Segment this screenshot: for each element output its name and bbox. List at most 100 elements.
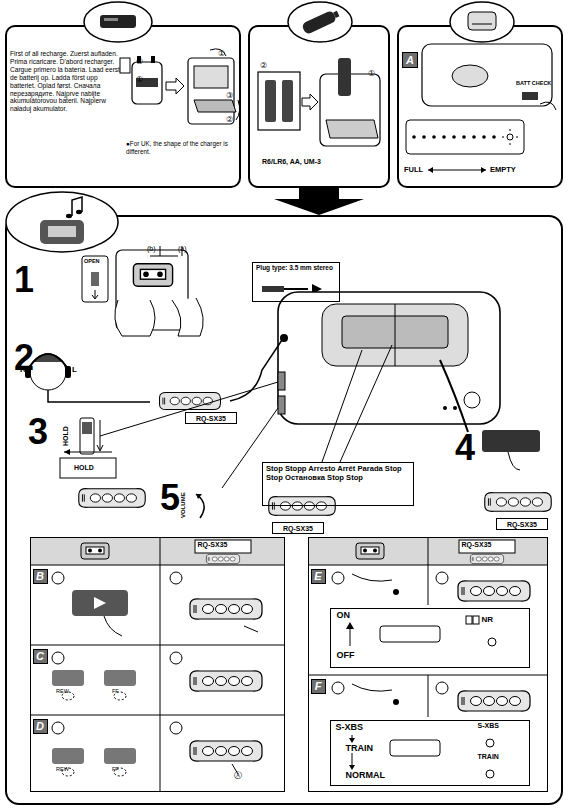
battery-check-illustration bbox=[482, 135, 486, 139]
table-row-f bbox=[393, 699, 399, 705]
table-row-f bbox=[352, 684, 392, 691]
hold-illustration bbox=[80, 418, 94, 454]
table-row-f bbox=[486, 739, 494, 747]
battery-check-illustration bbox=[452, 135, 456, 139]
node-text: 3 bbox=[28, 414, 58, 450]
table-row-d bbox=[170, 722, 182, 734]
table-row-c bbox=[52, 652, 64, 664]
battery-check-illustration bbox=[412, 135, 416, 139]
battery-illustration bbox=[258, 72, 300, 130]
hold-illustration bbox=[64, 449, 70, 455]
stop-illustration bbox=[485, 493, 551, 512]
table-row-e bbox=[380, 626, 440, 642]
table-row-b bbox=[52, 572, 262, 636]
open-lid-illustration bbox=[150, 256, 178, 257]
volume-illustration bbox=[196, 494, 202, 499]
node-text: C bbox=[36, 650, 44, 662]
node-text: ●For UK, the shape of the charger is dif… bbox=[126, 140, 236, 155]
table-row-b bbox=[72, 590, 128, 616]
table-grid bbox=[308, 675, 548, 676]
node-text: 1 bbox=[14, 262, 44, 298]
node-text: B bbox=[36, 570, 44, 582]
battery-check-illustration bbox=[462, 135, 466, 139]
node-text: BATT CHECK bbox=[516, 80, 560, 87]
part-label: ② bbox=[226, 116, 233, 125]
part-label: VOLUME bbox=[180, 492, 187, 518]
node-text: RQ-SX35 bbox=[196, 415, 226, 422]
cassette-player bbox=[278, 396, 285, 414]
instruction-panel: First of all recharge. Zuerst aufladen. … bbox=[5, 25, 241, 188]
battery-check-illustration bbox=[422, 44, 552, 106]
table-row-c bbox=[52, 670, 84, 686]
part-label: HOLD bbox=[74, 464, 94, 472]
tester-bubble bbox=[472, 24, 492, 25]
table-row-e bbox=[393, 589, 399, 595]
stop-illustration bbox=[440, 360, 468, 432]
section-badge: C bbox=[33, 649, 48, 664]
battery-check-illustration bbox=[428, 167, 486, 173]
section-badge: D bbox=[33, 719, 48, 734]
switch-box: ONOFFNR bbox=[330, 608, 530, 668]
node-text: E bbox=[314, 570, 321, 582]
battery-check-illustration bbox=[406, 120, 524, 154]
cassette-player bbox=[453, 406, 457, 410]
node-text: RQ-SX35 bbox=[462, 541, 512, 549]
plug-illustration bbox=[284, 288, 308, 290]
node-text: RQ-SX35 bbox=[198, 541, 248, 549]
table-grid bbox=[30, 715, 285, 716]
node-text: S-XBS bbox=[336, 722, 386, 733]
part-label: (b) bbox=[147, 245, 156, 253]
table-grid bbox=[30, 537, 548, 792]
table-row-d bbox=[52, 748, 84, 764]
node-text: 2 bbox=[14, 340, 44, 376]
playback-bubble bbox=[6, 192, 118, 252]
battery-illustration bbox=[265, 80, 276, 122]
table-row-b bbox=[190, 599, 262, 619]
operation-table: RQ-SX35B C D bbox=[30, 537, 285, 792]
table-row-b bbox=[170, 572, 182, 584]
section-badge: E bbox=[311, 569, 326, 584]
table-row-e bbox=[436, 572, 448, 584]
node-text: R6/LR6, AA, UM-3 bbox=[262, 158, 382, 166]
node-text: D bbox=[36, 720, 44, 732]
charger-illustration bbox=[188, 58, 234, 124]
playback-bubble bbox=[40, 220, 84, 244]
playback-bubble bbox=[6, 192, 118, 252]
stop-illustration bbox=[340, 345, 392, 462]
model-tag: RQ-SX35 bbox=[185, 412, 237, 424]
charger-illustration bbox=[151, 56, 155, 63]
battery-check-illustration bbox=[540, 102, 556, 110]
battery-check-illustration bbox=[428, 170, 486, 171]
cassette-player bbox=[464, 392, 480, 408]
operation-table: RQ-SX35EFONOFFNRS-XBSTRAINNORMALS-XBSTRA… bbox=[308, 537, 548, 792]
headphone-illustration bbox=[160, 392, 221, 409]
battery-check-illustration bbox=[522, 92, 538, 100]
stop-illustration bbox=[508, 452, 520, 470]
table-grid bbox=[308, 565, 548, 566]
charger-bubble bbox=[84, 2, 152, 42]
tester-bubble bbox=[468, 12, 496, 30]
table-row-f bbox=[486, 770, 494, 778]
headphone-illustration bbox=[230, 340, 282, 401]
battery-illustration bbox=[258, 58, 380, 146]
open-lid-illustration bbox=[82, 256, 108, 302]
open-lid-illustration bbox=[92, 290, 98, 299]
table-row-d bbox=[52, 722, 64, 734]
table-row-c bbox=[104, 670, 136, 686]
stop-illustration bbox=[322, 345, 551, 511]
part-label: REW bbox=[56, 688, 69, 694]
battery-bubble bbox=[288, 2, 352, 42]
table-row-e bbox=[346, 622, 354, 629]
node-text: EMPTY bbox=[490, 165, 530, 174]
section-badge: F bbox=[311, 679, 326, 694]
stop-label-box: Stop Stopp Arresto Arrêt Parada Stop Sto… bbox=[262, 462, 414, 506]
table-row-b bbox=[94, 597, 106, 609]
table-row-d bbox=[104, 748, 136, 764]
node-text: OFF bbox=[337, 650, 367, 661]
table-row-f bbox=[332, 682, 530, 778]
part-label: (a) bbox=[178, 245, 187, 253]
node-text: S-XBS bbox=[478, 722, 528, 730]
battery-check-illustration bbox=[502, 129, 518, 145]
